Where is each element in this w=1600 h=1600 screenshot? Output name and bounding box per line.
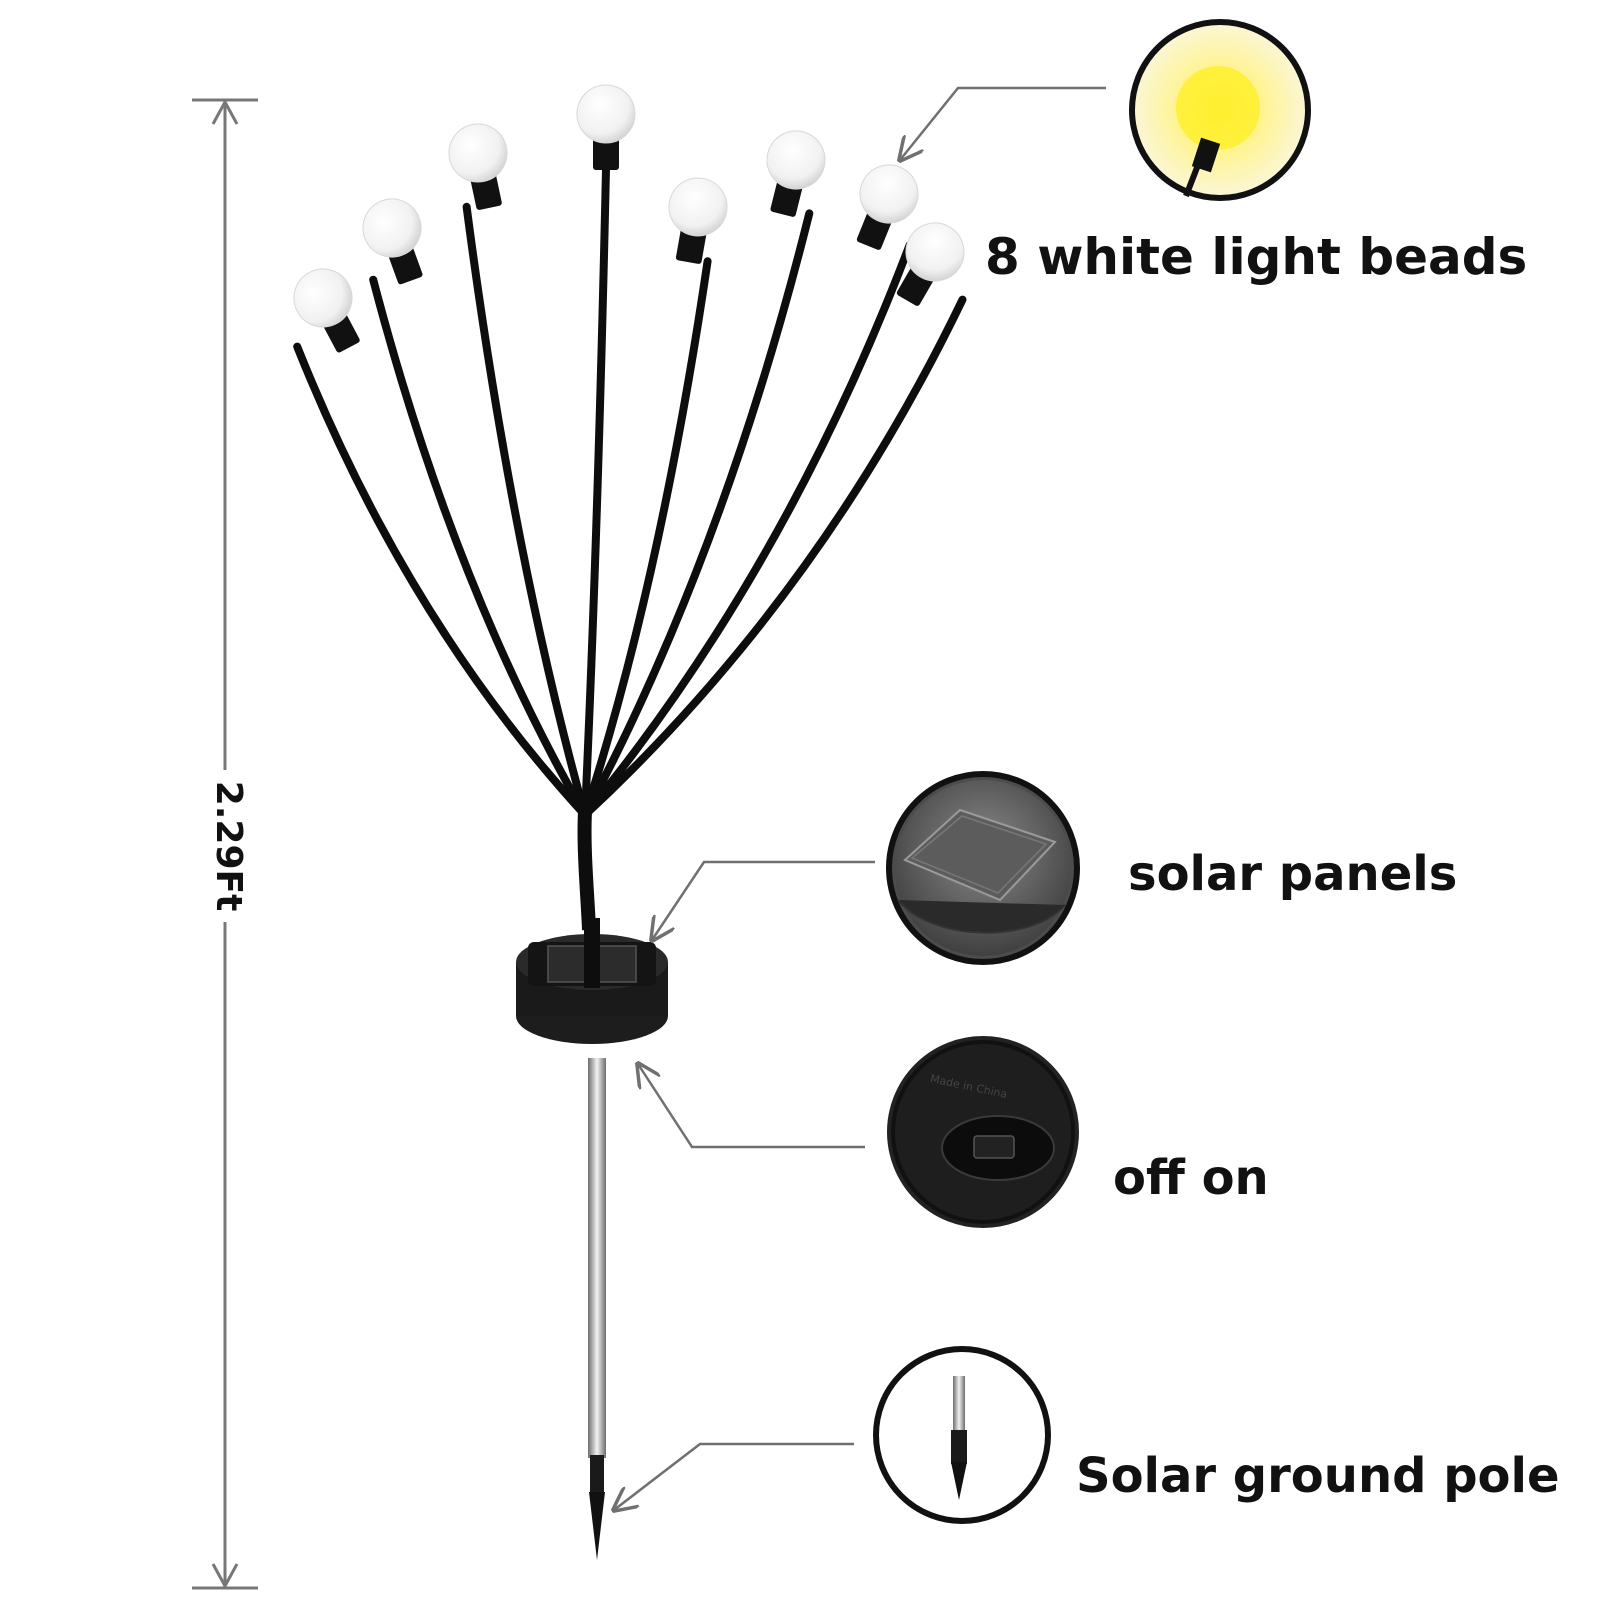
height-dimension xyxy=(192,98,258,1590)
switch-detail: Made in China xyxy=(887,1036,1079,1228)
ground-pole-detail xyxy=(873,1346,1051,1524)
bead-group xyxy=(293,84,965,353)
bead-icon xyxy=(766,130,826,217)
arrow-icon xyxy=(900,86,1106,160)
solar-panel-detail xyxy=(886,771,1080,965)
callout-pole-label: Solar ground pole xyxy=(1076,1448,1560,1504)
stem xyxy=(581,257,712,819)
bead-icon xyxy=(362,198,423,285)
arrow-icon xyxy=(638,1064,865,1149)
stem xyxy=(462,202,589,819)
bead-icon xyxy=(448,123,508,210)
bead-icon xyxy=(668,177,728,264)
stem xyxy=(581,241,914,819)
stem xyxy=(293,342,589,819)
callout-beads-label: 8 white light beads xyxy=(985,228,1528,286)
stem xyxy=(581,165,610,819)
arrow-icon xyxy=(211,1563,239,1590)
glow-bead-detail xyxy=(1129,19,1311,201)
bead-icon xyxy=(293,268,360,353)
bead-icon xyxy=(856,164,919,250)
solar-housing xyxy=(516,811,668,1044)
stems xyxy=(293,165,967,819)
bead-icon xyxy=(1191,137,1221,173)
callout-solar-label: solar panels xyxy=(1128,846,1458,902)
height-label: 2.29Ft xyxy=(208,780,249,912)
stem xyxy=(581,295,967,819)
ground-pole-icon xyxy=(953,1376,965,1432)
bead-icon xyxy=(896,222,965,306)
ground-stake xyxy=(588,1058,606,1560)
arrow-icon xyxy=(211,98,239,125)
stem xyxy=(581,209,814,819)
bead-icon xyxy=(576,84,636,170)
callout-arrows xyxy=(614,86,1106,1510)
arrow-icon xyxy=(652,860,875,940)
arrow-icon xyxy=(614,1442,854,1510)
callout-switch-label: off on xyxy=(1113,1150,1269,1206)
stem xyxy=(369,275,589,819)
